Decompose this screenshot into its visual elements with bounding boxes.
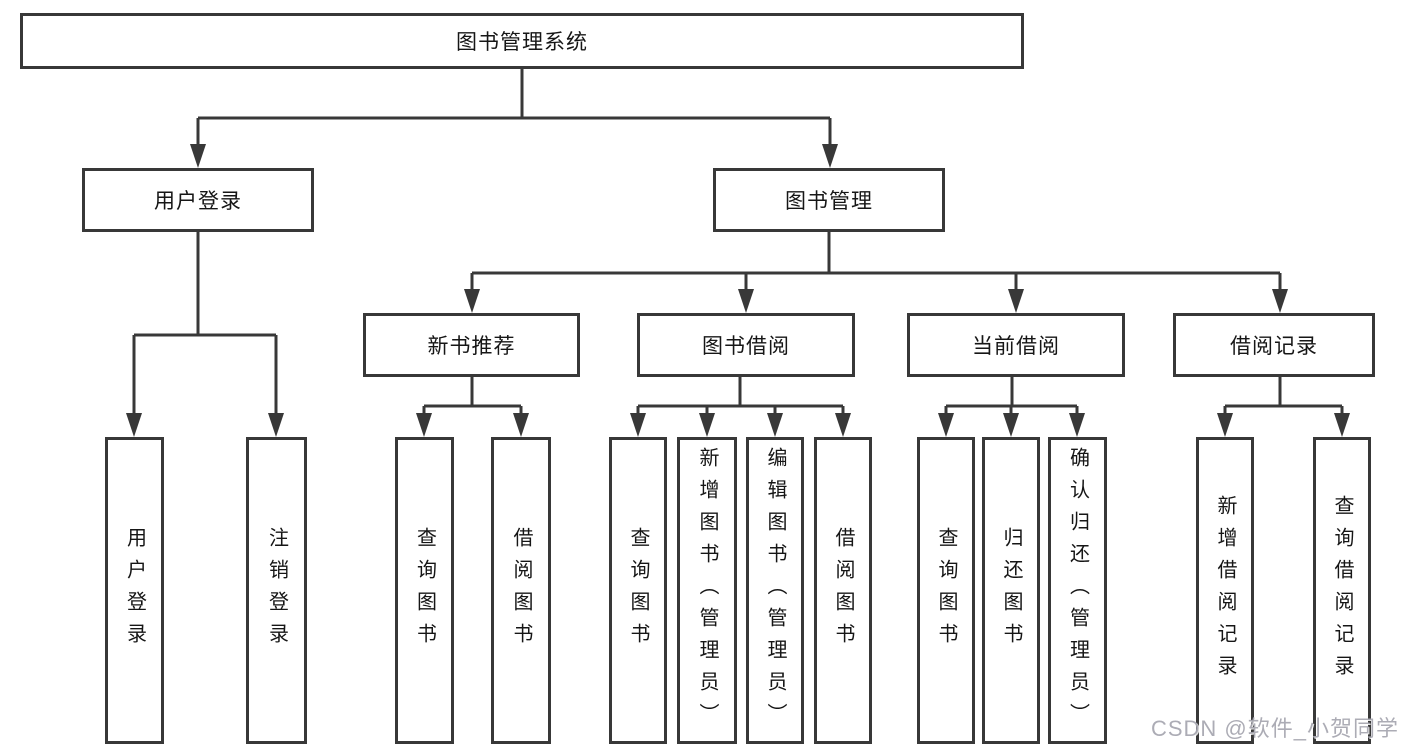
node-label: 用户登录 bbox=[154, 190, 242, 213]
leaf-confirm-return-admin: 确认归还（管理员） bbox=[1048, 437, 1107, 744]
node-label: 编辑图书（管理员） bbox=[764, 446, 786, 735]
node-library-system: 图书管理系统 bbox=[20, 13, 1024, 69]
node-label: 用户登录 bbox=[123, 526, 146, 655]
node-label: 确认归还（管理员） bbox=[1066, 446, 1089, 735]
leaf-user-login: 用户登录 bbox=[105, 437, 164, 744]
leaf-return-book: 归还图书 bbox=[982, 437, 1040, 744]
tree-edges bbox=[132, 69, 1344, 417]
node-label: 查询借阅记录 bbox=[1331, 494, 1353, 687]
node-label: 查询图书 bbox=[413, 526, 436, 655]
node-label: 借阅图书 bbox=[510, 526, 532, 655]
node-label: 借阅图书 bbox=[832, 526, 854, 655]
node-label: 查询图书 bbox=[935, 526, 957, 655]
node-label: 新增借阅记录 bbox=[1214, 494, 1236, 687]
node-book-management: 图书管理 bbox=[713, 168, 945, 232]
leaf-query-books-recommend: 查询图书 bbox=[395, 437, 454, 744]
node-borrowing-records: 借阅记录 bbox=[1173, 313, 1375, 377]
leaf-add-borrow-record: 新增借阅记录 bbox=[1196, 437, 1254, 744]
arrowheads bbox=[126, 144, 1350, 437]
node-label: 当前借阅 bbox=[972, 335, 1060, 358]
node-user-login-branch: 用户登录 bbox=[82, 168, 314, 232]
leaf-logout: 注销登录 bbox=[246, 437, 307, 744]
node-book-borrowing: 图书借阅 bbox=[637, 313, 855, 377]
leaf-query-books-current: 查询图书 bbox=[917, 437, 975, 744]
leaf-borrow-books-borrowing: 借阅图书 bbox=[814, 437, 872, 744]
node-label: 图书管理系统 bbox=[456, 31, 588, 54]
leaf-edit-book-admin: 编辑图书（管理员） bbox=[746, 437, 804, 744]
leaf-query-books-borrowing: 查询图书 bbox=[609, 437, 667, 744]
node-new-book-recommend: 新书推荐 bbox=[363, 313, 580, 377]
node-current-borrowing: 当前借阅 bbox=[907, 313, 1125, 377]
node-label: 图书借阅 bbox=[702, 335, 790, 358]
node-label: 借阅记录 bbox=[1230, 335, 1318, 358]
node-label: 图书管理 bbox=[785, 190, 873, 213]
node-label: 查询图书 bbox=[627, 526, 649, 655]
node-label: 新增图书（管理员） bbox=[696, 446, 718, 735]
node-label: 归还图书 bbox=[1000, 526, 1022, 655]
leaf-borrow-books-recommend: 借阅图书 bbox=[491, 437, 551, 744]
node-label: 新书推荐 bbox=[427, 335, 516, 358]
node-label: 注销登录 bbox=[265, 526, 288, 655]
leaf-query-borrow-record: 查询借阅记录 bbox=[1313, 437, 1371, 744]
leaf-add-book-admin: 新增图书（管理员） bbox=[677, 437, 737, 744]
